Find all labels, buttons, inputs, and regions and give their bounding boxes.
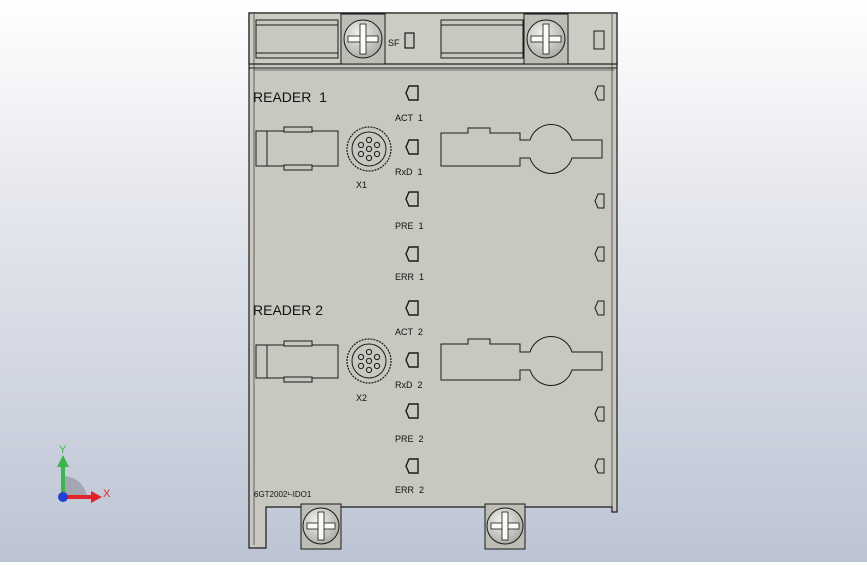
- screw-bottom-left[interactable]: [300, 503, 342, 550]
- led-err-2: [405, 458, 419, 474]
- top-small-slot: [593, 30, 605, 50]
- led-rxd-2: [405, 352, 419, 368]
- triad-x-label: X: [103, 488, 111, 500]
- led-act-2: [405, 300, 419, 316]
- reader-1-cable-plug: [255, 126, 339, 171]
- reader-1-cable-outline: [440, 124, 603, 174]
- screw-top-left[interactable]: [340, 13, 386, 65]
- led-pre-1: [405, 191, 419, 207]
- led-rxd-2-label: RxD 2: [395, 380, 423, 390]
- sf-led: [404, 32, 415, 49]
- reader-1-m12-socket[interactable]: [346, 126, 392, 172]
- led-act-2-label: ACT 2: [395, 327, 423, 337]
- screw-bottom-right[interactable]: [484, 503, 526, 550]
- led-act-1: [405, 85, 419, 101]
- led-rxd-1-label: RxD 1: [395, 167, 423, 177]
- led-act-1-label: ACT 1: [395, 113, 423, 123]
- reader-2-title: READER 2: [253, 302, 323, 318]
- screw-top-right[interactable]: [523, 13, 569, 65]
- reader-2-cable-outline: [440, 336, 603, 386]
- led-err-2-label: ERR 2: [395, 485, 424, 495]
- top-terminal-right: [440, 19, 524, 59]
- sf-led-label: SF: [388, 38, 400, 48]
- led-rxd-1: [405, 139, 419, 155]
- led-err-1-label: ERR 1: [395, 272, 424, 282]
- reader-2-cable-plug: [255, 340, 339, 383]
- right-edge-led-markers: [594, 85, 605, 474]
- led-pre-1-label: PRE 1: [395, 221, 424, 231]
- reader-2-connector-label: X2: [356, 393, 367, 403]
- led-pre-2-label: PRE 2: [395, 434, 424, 444]
- coordinate-triad: [57, 455, 102, 503]
- reader-1-title: READER 1: [253, 89, 327, 105]
- led-err-1: [405, 246, 419, 262]
- part-number-label: 6GT2002¹-IDO1: [254, 490, 312, 499]
- reader-2-m12-socket[interactable]: [346, 338, 392, 384]
- top-terminal-left: [255, 19, 339, 59]
- reader-1-connector-label: X1: [356, 180, 367, 190]
- triad-y-label: Y: [59, 444, 67, 456]
- led-pre-2: [405, 403, 419, 419]
